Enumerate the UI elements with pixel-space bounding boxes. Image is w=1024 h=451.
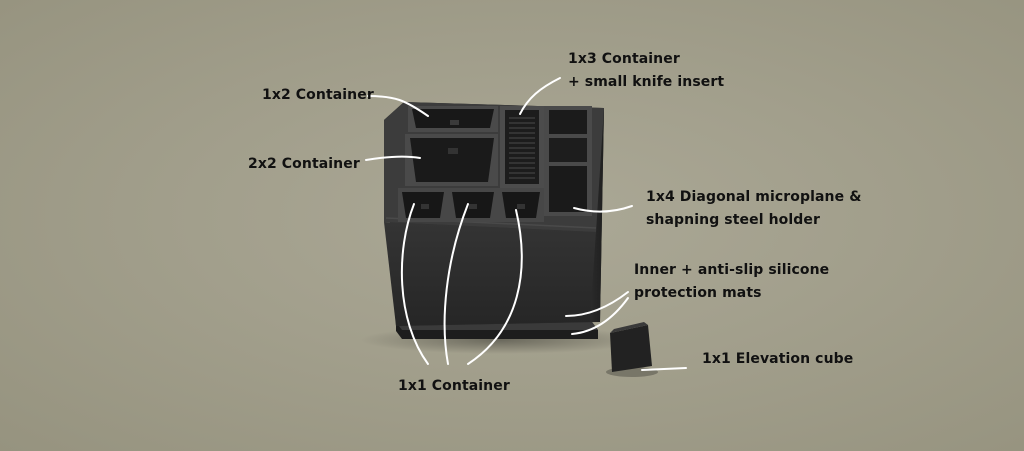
label-1x3-container: 1x3 Container + small knife insert <box>568 48 724 94</box>
label-inner-mats: Inner + anti-slip silicone protection ma… <box>634 259 829 305</box>
leader-cube <box>641 367 687 371</box>
leader-1x2 <box>367 95 429 117</box>
container-1x4-diagonal-holder <box>544 106 592 216</box>
leader-1x1-b <box>443 203 469 365</box>
leader-1x3 <box>519 77 561 115</box>
label-1x4-line2: shapning steel holder <box>646 212 820 228</box>
callout-lines <box>365 77 687 371</box>
container-2x2 <box>405 134 498 186</box>
label-1x1-text: 1x1 Container <box>398 378 510 394</box>
label-1x4-holder: 1x4 Diagonal microplane & shapning steel… <box>646 186 862 232</box>
container-1x1-row <box>398 188 544 222</box>
label-2x2-text: 2x2 Container <box>248 156 360 172</box>
leader-inner-2 <box>571 297 629 335</box>
leader-1x1-c <box>467 209 523 365</box>
elevation-cube <box>606 322 658 377</box>
leader-1x1-a <box>400 203 429 365</box>
label-elevation-cube: 1x1 Elevation cube <box>702 348 853 371</box>
label-inner-line1: Inner + anti-slip silicone <box>634 262 830 278</box>
label-1x2-text: 1x2 Container <box>262 87 374 103</box>
label-2x2-container: 2x2 Container <box>248 153 360 176</box>
label-1x3-line1: 1x3 Container <box>568 51 680 67</box>
label-1x4-line1: 1x4 Diagonal microplane & <box>646 189 862 205</box>
leader-inner-1 <box>565 291 629 317</box>
container-1x2 <box>408 106 498 132</box>
label-inner-line2: protection mats <box>634 285 762 301</box>
label-cube-text: 1x1 Elevation cube <box>702 351 854 367</box>
label-1x3-line2: + small knife insert <box>568 74 725 90</box>
label-1x1-container: 1x1 Container <box>398 375 510 398</box>
leader-2x2 <box>365 155 421 161</box>
leader-1x4 <box>573 205 633 213</box>
container-1x3-knife-insert <box>500 106 544 188</box>
label-1x2-container: 1x2 Container <box>262 84 374 107</box>
